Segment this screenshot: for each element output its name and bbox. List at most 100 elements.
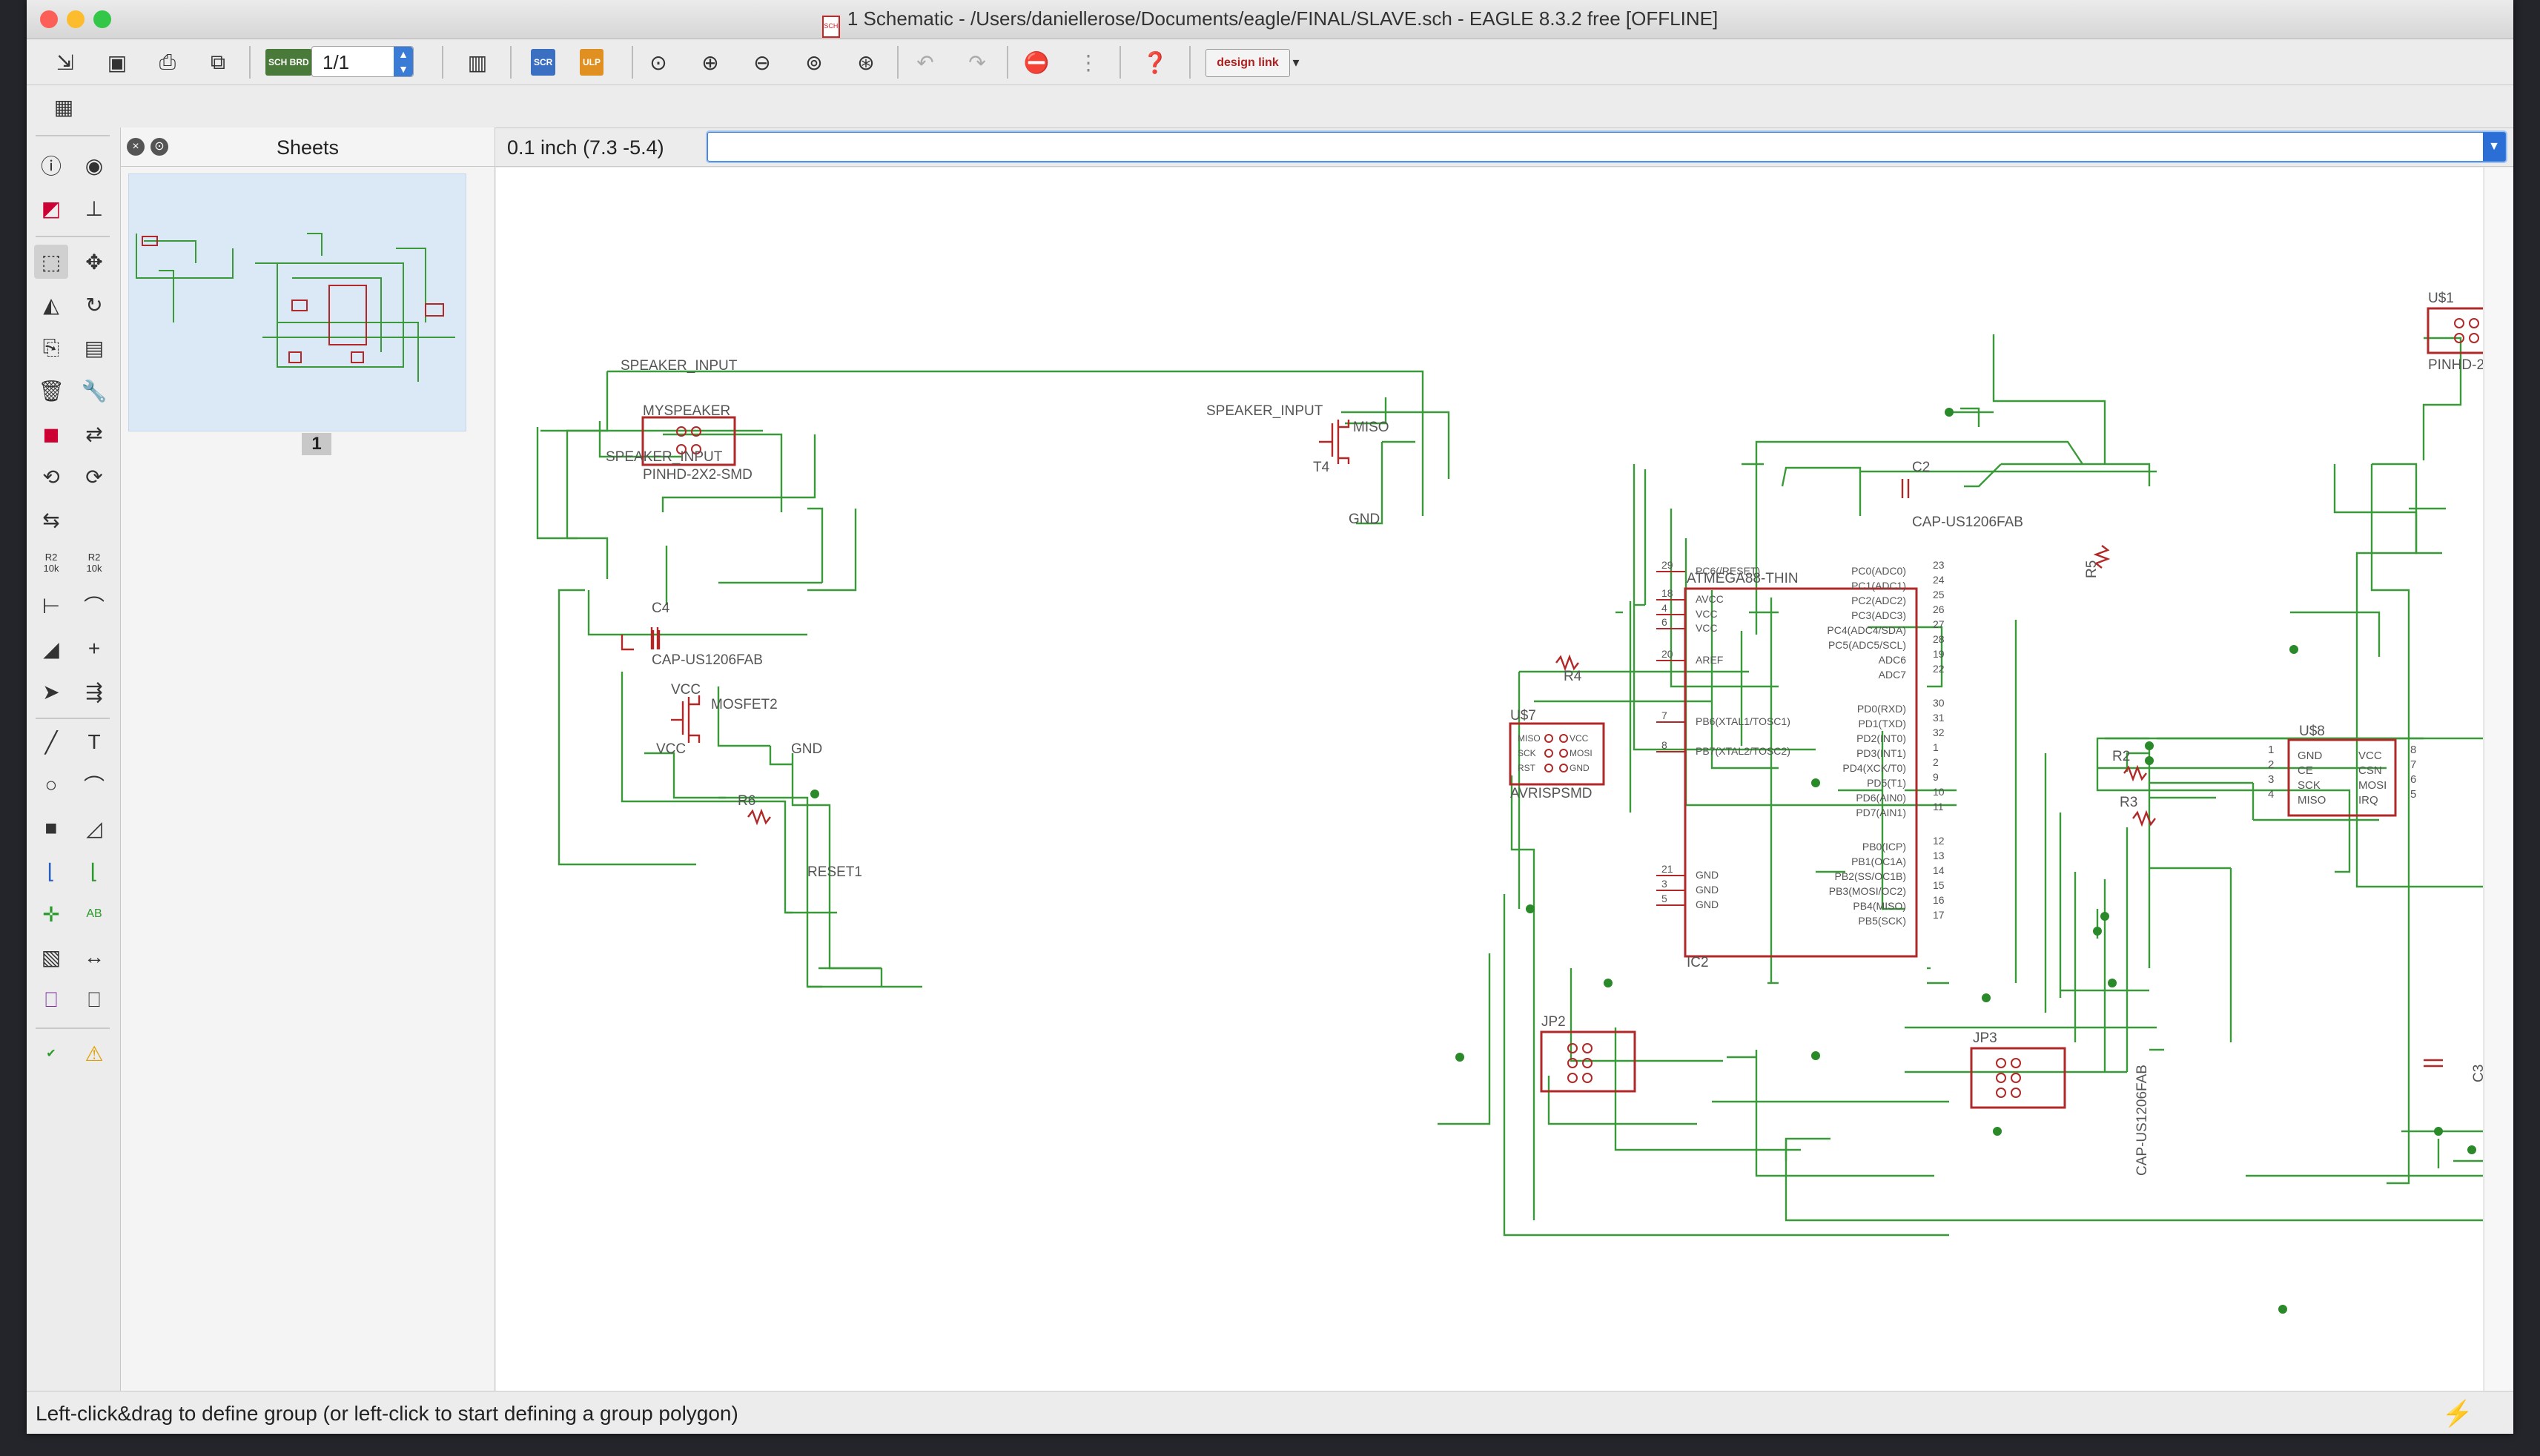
mirror-icon[interactable]: ◭ (43, 293, 59, 317)
text-icon[interactable]: T (87, 730, 101, 753)
undo-icon[interactable]: ↶ (916, 50, 934, 74)
mark-icon[interactable]: ⊥ (85, 196, 104, 220)
u8-pin-number: 2 (2268, 758, 2274, 771)
junction-dots (810, 408, 2476, 1314)
junction-icon[interactable]: ✛ (42, 902, 60, 926)
display-icon[interactable]: ◩ (41, 196, 62, 220)
ulp-icon[interactable]: ULP (580, 49, 603, 76)
atmega-pin-name: VCC (1696, 608, 1718, 620)
open-icon[interactable]: ⇲ (56, 50, 74, 74)
u8-pin-name: CSN (2358, 764, 2382, 777)
paste-icon[interactable]: ▤ (84, 336, 105, 360)
cam-icon[interactable]: ⧉ (211, 50, 225, 73)
status-bar: Left-click&drag to define group (or left… (27, 1391, 2513, 1434)
sheets-panel: × ⊙ Sheets (121, 128, 495, 1391)
redo-icon[interactable]: ↷ (968, 50, 986, 74)
u8-pin-name: GND (2298, 749, 2323, 762)
atmega-pin-name: PB7(XTAL2/TOSC2) (1696, 745, 1790, 757)
u7-pin-name: VCC (1570, 733, 1589, 744)
change-icon[interactable]: 🔧 (81, 379, 108, 403)
label-vcc-m2-b: VCC (656, 741, 686, 757)
layers-icon[interactable]: ▥ (467, 50, 488, 74)
rotate-icon[interactable]: ↻ (85, 293, 103, 317)
zoom-out-icon[interactable]: ⊖ (753, 50, 771, 74)
chevron-down-icon[interactable]: ▼ (2483, 133, 2505, 161)
close-window-button[interactable] (40, 10, 58, 28)
stop-icon[interactable]: ⛔ (1023, 50, 1050, 74)
atmega-pin-number: 18 (1661, 587, 1673, 599)
copy-icon[interactable]: ⎘ (42, 335, 60, 359)
attribute-icon[interactable]: ▧ (41, 945, 62, 969)
help-icon[interactable]: ❓ (1142, 50, 1168, 74)
add-icon[interactable]: ◼ (42, 422, 60, 446)
value-tool-value: 10k (86, 563, 102, 574)
schematic-canvas[interactable]: SPEAKER_INPUT MYSPEAKER SPEAKER_INPUT PI… (496, 168, 2513, 1391)
u8-pin-number: 8 (2410, 744, 2416, 756)
rect-icon[interactable]: ■ (44, 816, 58, 839)
erc-icon[interactable]: ✔ (46, 1048, 56, 1060)
frame-icon[interactable]: ⎕ (44, 987, 58, 1011)
detach-icon[interactable]: ⊙ (151, 138, 168, 156)
circle-icon[interactable]: ○ (44, 773, 58, 796)
document-icon: SCH (821, 16, 840, 38)
sch-brd-icon[interactable]: SCH BRD (265, 49, 312, 76)
command-input[interactable]: ▼ (707, 132, 2506, 162)
atmega-pin-name: AREF (1696, 654, 1723, 666)
lightning-icon[interactable]: ⚡ (2441, 1400, 2473, 1428)
sheet-stepper-icon[interactable]: ▲▼ (394, 47, 413, 76)
move-icon[interactable]: ✥ (85, 250, 103, 274)
net-wires (536, 334, 2513, 1222)
bus-icon[interactable]: ⌊ (47, 859, 56, 883)
design-link-icon[interactable]: design link (1205, 49, 1290, 77)
show-icon[interactable]: ◉ (85, 153, 104, 177)
atmega-pin-name: PC6(/RESET) (1696, 565, 1760, 577)
pin-swap-icon[interactable]: ⇆ (42, 508, 60, 532)
print-icon[interactable]: ⎙ (159, 50, 176, 73)
net-icon[interactable]: ⌊ (90, 859, 99, 883)
chevron-down-icon[interactable]: ▾ (1292, 54, 1300, 70)
grid-icon[interactable]: ▦ (53, 95, 74, 119)
optimize-icon[interactable]: ◢ (43, 637, 59, 661)
info-icon[interactable]: ⓘ (40, 155, 62, 178)
zoom-window-button[interactable] (93, 10, 111, 28)
minimize-window-button[interactable] (67, 10, 85, 28)
miter-icon[interactable]: ⌒ (83, 595, 105, 618)
errors-icon[interactable]: ⚠ (85, 1042, 104, 1065)
thumbnail-preview (136, 233, 455, 382)
zoom-select-icon[interactable]: ⊛ (857, 50, 875, 74)
close-icon[interactable]: × (127, 138, 145, 156)
name-tool-value: 10k (43, 563, 59, 574)
label-gnd-m2: GND (791, 741, 822, 757)
module-icon[interactable]: ⎕ (87, 987, 101, 1011)
group-icon[interactable]: ⬚ (34, 245, 68, 279)
sheet-thumbnail[interactable] (128, 173, 466, 431)
gateswap-icon[interactable]: ⇶ (85, 680, 103, 704)
atmega-pin-name: PC4(ADC4/SDA) (1827, 624, 1906, 636)
split-icon[interactable]: ⊢ (42, 594, 61, 618)
save-icon[interactable]: ▣ (107, 50, 128, 74)
invoke-icon[interactable]: ➤ (42, 680, 60, 704)
label-speaker-input-t4: SPEAKER_INPUT (1206, 403, 1323, 419)
sheet-selector[interactable]: 1/1▲▼ (311, 46, 414, 77)
delete-icon[interactable]: 🗑 (38, 379, 65, 403)
swap-pin-icon[interactable]: ⟳ (85, 465, 103, 489)
label-icon[interactable]: AB (86, 907, 102, 920)
zoom-fit-icon[interactable]: ⊙ (649, 50, 667, 74)
zoom-redraw-icon[interactable]: ⊚ (805, 50, 823, 74)
polygon-icon[interactable]: ◿ (86, 816, 102, 840)
dimension-icon[interactable]: ↔ (84, 945, 105, 968)
palette-separator (36, 236, 110, 237)
wire-icon[interactable]: ╱ (44, 730, 58, 754)
zoom-in-icon[interactable]: ⊕ (701, 50, 719, 74)
replace-icon[interactable]: ⇄ (85, 422, 103, 446)
vertical-scrollbar[interactable] (2484, 168, 2513, 1391)
smash-icon[interactable]: + (87, 637, 101, 660)
go-icon[interactable]: ⋮ (1078, 50, 1099, 74)
swap-gate-icon[interactable]: ⟲ (42, 465, 60, 489)
scr-icon[interactable]: SCR (531, 49, 556, 76)
sheet-page-label[interactable]: 1 (302, 433, 331, 455)
arc-icon[interactable]: ⌒ (83, 775, 105, 798)
